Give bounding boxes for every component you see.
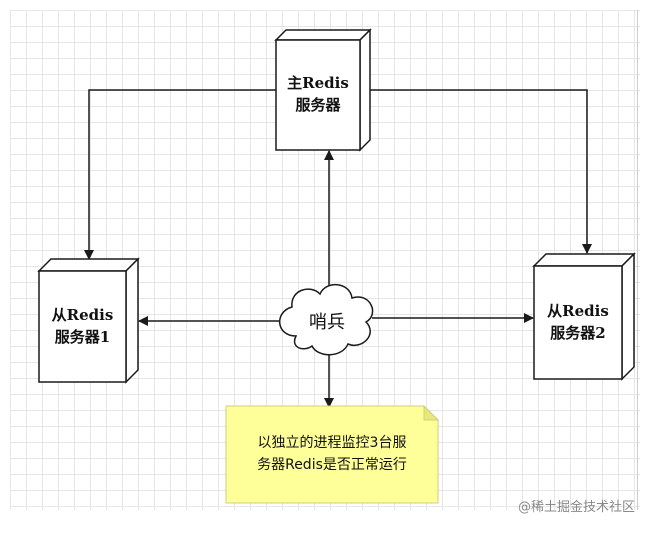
note-line2: 务器Redis是否正常运行 [257,457,407,473]
edge-master-to-slave1 [84,89,276,260]
slave2-node-label: 从Redis 服务器2 [534,300,622,344]
slave2-label-line2: 服务器2 [550,324,606,342]
slave1-label-line2: 服务器1 [54,328,111,346]
master-node-label: 主Redis 服务器 [276,72,360,116]
sentinel-label: 哨兵 [309,312,345,333]
master-label-line2: 服务器 [295,96,341,114]
note-line1: 以独立的进程监控3台服 [257,435,407,451]
note-shape [225,404,440,504]
master-server-node [274,28,372,152]
slave1-label-line1: 从Redis [51,306,114,324]
slave1-node-label: 从Redis 服务器1 [39,304,126,348]
master-label-line1: 主Redis [287,74,349,92]
slave2-label-line1: 从Redis [547,302,609,320]
watermark: @稀土掘金技术社区 [517,500,635,515]
slave2-server-node [532,252,636,381]
note-text: 以独立的进程监控3台服 务器Redis是否正常运行 [226,432,438,476]
sentinel-cloud-node [279,284,374,356]
canvas-right-border [637,10,638,510]
slave1-server-node [37,257,140,384]
edge-master-to-slave2 [360,89,592,254]
